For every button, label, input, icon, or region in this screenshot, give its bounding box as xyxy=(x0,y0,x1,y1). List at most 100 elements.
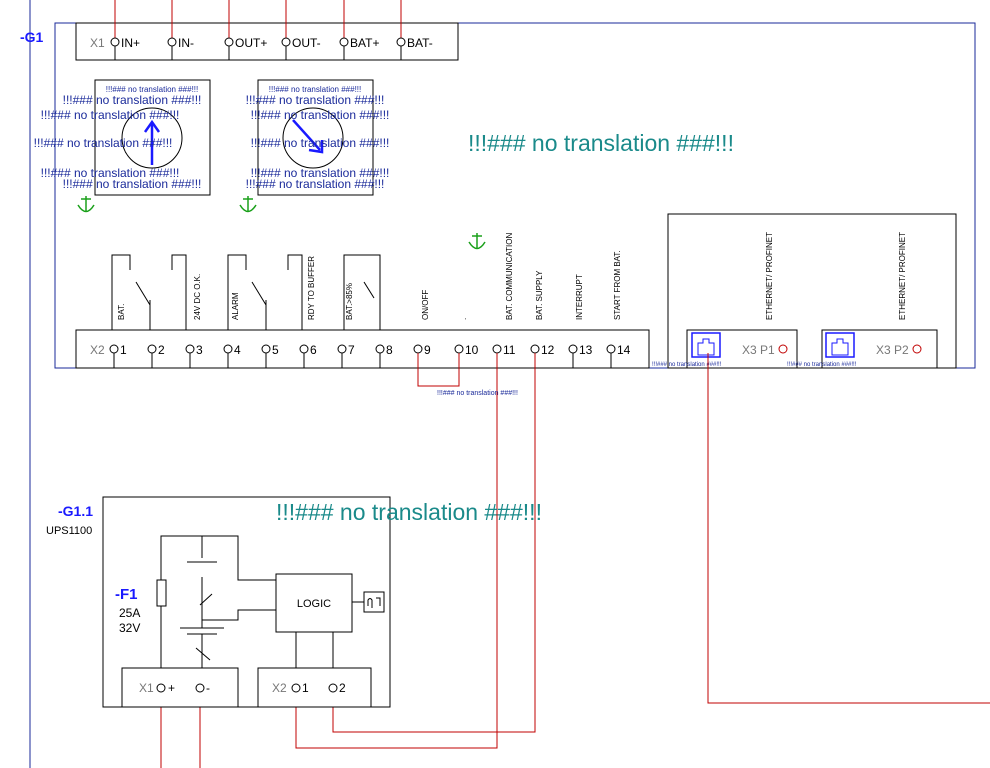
signal-label: ALARM xyxy=(231,292,240,320)
x2-terminal-circle xyxy=(299,344,309,354)
x2-terminal-circle xyxy=(147,344,157,354)
x2-terminal-label: 12 xyxy=(541,343,555,357)
untranslated-note: !!!### no translation ###!!! xyxy=(41,108,180,122)
ethernet-port-p2: ETHERNET/ PROFINET X3 P2 xyxy=(821,232,938,369)
port-label: X3 P2 xyxy=(876,343,909,357)
x2-strip-label: X2 xyxy=(90,343,105,357)
x2-terminal-label: 9 xyxy=(424,343,431,357)
g11-x2-terminal-strip xyxy=(257,667,372,708)
anchor-icon xyxy=(77,196,95,213)
untranslated-caption: !!!### no translation ###!!! xyxy=(468,130,734,156)
x2-terminal-label: 4 xyxy=(234,343,241,357)
g11-x2-terminal: 1 xyxy=(302,681,309,695)
wire-jumper-9-10 xyxy=(417,353,460,387)
x2-terminal-circle xyxy=(568,344,578,354)
x2-terminal-circle xyxy=(109,344,119,354)
x1-terminals: IN+ IN- OUT+ OUT- BAT+ BAT- xyxy=(110,0,433,60)
fuse-symbol xyxy=(156,579,167,607)
relay-contact-bat xyxy=(111,254,151,330)
x2-terminal-label: 2 xyxy=(158,343,165,357)
rj45-icon xyxy=(691,332,721,358)
untranslated-note: !!!### no translation ###!!! xyxy=(437,390,518,397)
port-caption: ETHERNET/ PROFINET xyxy=(898,232,907,320)
g11-device-id: -G1.1 xyxy=(58,503,93,519)
ethernet-ports-frame xyxy=(667,213,957,369)
untranslated-note: !!!### no translation ###!!! xyxy=(246,93,385,107)
untranslated-note: !!!### no translation ###!!! xyxy=(41,166,180,180)
relay-contact-alarm xyxy=(227,254,267,330)
x1-terminal-circle xyxy=(339,37,349,47)
anchor-icon xyxy=(239,196,257,213)
untranslated-note: !!!### no translation ###!!! xyxy=(269,85,362,94)
heater-icon xyxy=(363,591,385,613)
g11-x2-terminal: 2 xyxy=(339,681,346,695)
untranslated-note: !!!### no translation ###!!! xyxy=(34,136,173,150)
x2-terminal-circle xyxy=(223,344,233,354)
untranslated-note: !!!### no translation ###!!! xyxy=(652,362,722,368)
untranslated-note: !!!### no translation ###!!! xyxy=(63,93,202,107)
g1-device-id: -G1 xyxy=(20,29,44,45)
x2-terminal-label: 11 xyxy=(503,343,516,357)
x2-terminal-label: 8 xyxy=(386,343,393,357)
logic-block xyxy=(275,573,353,633)
untranslated-caption: !!!### no translation ###!!! xyxy=(276,499,542,525)
rj45-icon xyxy=(825,332,855,358)
g11-x1-label: X1 xyxy=(139,681,154,695)
rotary-switch-2: !!!### no translation ###!!! !!!### no t… xyxy=(246,79,390,196)
x2-terminal-circle xyxy=(413,344,423,354)
x1-terminal-circle xyxy=(281,37,291,47)
x2-terminal-circle xyxy=(337,344,347,354)
relay-contact-rdy xyxy=(287,254,303,330)
g11-x2-label: X2 xyxy=(272,681,287,695)
terminal-circle xyxy=(195,683,205,693)
signal-label: BAT. xyxy=(117,304,126,320)
port-label: X3 P1 xyxy=(742,343,775,357)
g11-device-frame xyxy=(102,496,391,708)
signal-labels: BAT. 24V DC O.K. ALARM RDY TO BUFFER BAT… xyxy=(117,233,622,320)
x2-terminal-label: 5 xyxy=(272,343,279,357)
x2-terminal-circle xyxy=(606,344,616,354)
signal-label: 24V DC O.K. xyxy=(193,274,202,320)
terminal-circle xyxy=(328,683,338,693)
port-caption: ETHERNET/ PROFINET xyxy=(765,232,774,320)
x2-terminal-circle xyxy=(375,344,385,354)
wire-ethernet-p1 xyxy=(707,353,990,704)
ethernet-port-p1: ETHERNET/ PROFINET X3 P1 xyxy=(686,232,798,369)
anchor-icon xyxy=(468,233,486,250)
terminal-circle xyxy=(156,683,166,693)
x1-terminal-label: BAT- xyxy=(407,36,433,50)
fuse-rating-current: 25A xyxy=(119,606,140,620)
signal-label: BAT. SUPPLY xyxy=(535,270,544,320)
x2-terminal-circle xyxy=(454,344,464,354)
g11-x1-terminal: - xyxy=(206,681,210,695)
g11-device-model: UPS1100 xyxy=(46,525,92,537)
x2-terminal-label: 13 xyxy=(579,343,593,357)
x1-terminal-label: IN- xyxy=(178,36,194,50)
x1-terminal-strip xyxy=(75,22,459,61)
x2-terminal-strip xyxy=(75,329,650,369)
signal-label: . xyxy=(459,318,468,320)
x1-terminal-label: BAT+ xyxy=(350,36,379,50)
g11-x1-terminal: + xyxy=(168,681,175,695)
x1-strip-label: X1 xyxy=(90,36,105,50)
x2-terminal-label: 1 xyxy=(120,343,127,357)
signal-label-line: BAT. COMMUNICATION xyxy=(505,233,514,320)
x2-terminal-label: 6 xyxy=(310,343,317,357)
signal-label: BAT.>85% xyxy=(345,283,354,320)
wire-11-to-x2-1 xyxy=(295,353,498,749)
x1-terminal-label: OUT- xyxy=(292,36,321,50)
wire-12-to-x2-2 xyxy=(332,353,536,733)
x1-terminal-circle xyxy=(110,37,120,47)
x2-terminal-circle xyxy=(530,344,540,354)
untranslated-note: !!!### no translation ###!!! xyxy=(251,108,390,122)
untranslated-note: !!!### no translation ###!!! xyxy=(251,166,390,180)
g11-x1-terminal-strip xyxy=(121,667,239,708)
x1-terminal-label: OUT+ xyxy=(235,36,267,50)
x2-terminal-circle xyxy=(492,344,502,354)
terminal-circle xyxy=(291,683,301,693)
rotary-switch-1: !!!### no translation ###!!! !!!### no t… xyxy=(34,79,211,196)
signal-label: RDY TO BUFFER xyxy=(307,256,316,320)
relay-contact-bat85 xyxy=(343,254,381,330)
untranslated-note: !!!### no translation ###!!! xyxy=(246,177,385,191)
x1-terminal-circle xyxy=(224,37,234,47)
